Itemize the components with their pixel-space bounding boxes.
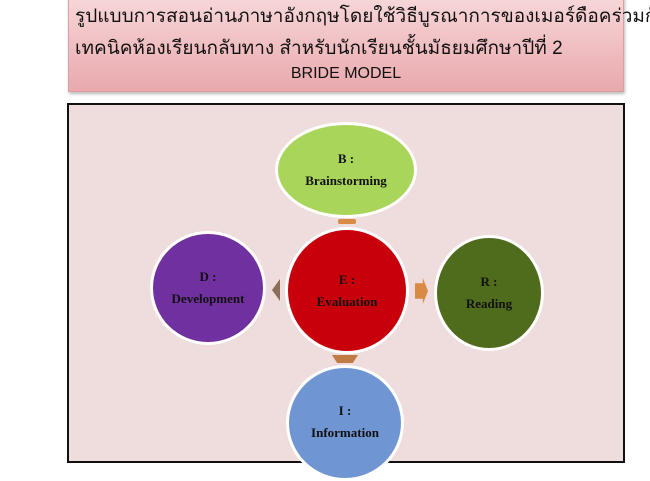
node-label: Brainstorming xyxy=(305,173,387,188)
node-letter: R : xyxy=(480,274,498,289)
node-brainstorming: B : Brainstorming xyxy=(275,122,417,218)
node-label: Evaluation xyxy=(316,293,378,309)
node-evaluation: E : Evaluation xyxy=(285,227,409,354)
node-letter: I : xyxy=(338,403,352,418)
arrow-left-icon xyxy=(272,279,280,301)
title-line-1: รูปแบบการสอนอ่านภาษาอังกฤษโดยใช้วิธีบูรณ… xyxy=(75,6,650,27)
node-label: Development xyxy=(171,291,245,306)
model-name: BRIDE MODEL xyxy=(290,65,402,82)
node-letter: B : xyxy=(337,151,355,166)
node-letter: D : xyxy=(199,269,217,284)
title-line-2: เทคนิคห้องเรียนกลับทาง สำหรับนักเรียนชั้… xyxy=(75,38,563,59)
node-label: Reading xyxy=(465,296,513,311)
arrow-down-icon xyxy=(332,355,358,363)
title-banner: รูปแบบการสอนอ่านภาษาอังกฤษโดยใช้วิธีบูรณ… xyxy=(68,0,650,92)
node-label: Information xyxy=(311,425,379,440)
arrow-right-icon xyxy=(415,278,428,304)
node-letter: E : xyxy=(338,271,356,287)
node-information: I : Information xyxy=(286,365,404,481)
arrow-up-icon xyxy=(338,219,356,224)
node-reading: R : Reading xyxy=(434,235,544,351)
node-development: D : Development xyxy=(150,231,266,345)
